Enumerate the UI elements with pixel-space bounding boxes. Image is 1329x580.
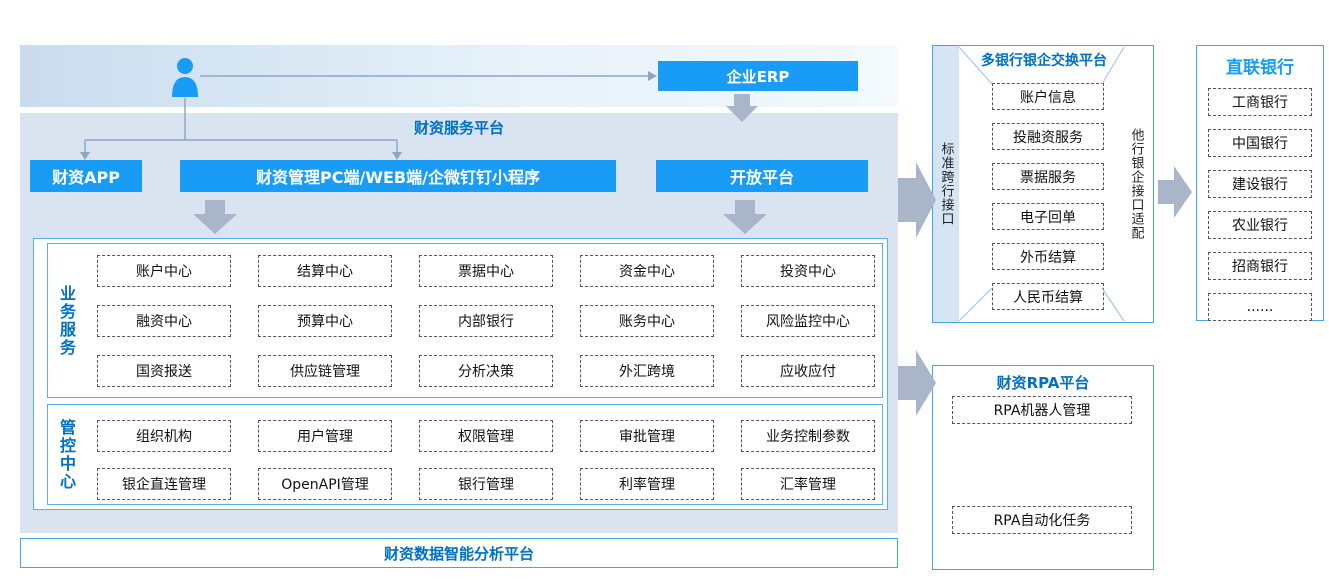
- business-node: 账户中心: [97, 255, 231, 287]
- business-node: 投资中心: [741, 255, 875, 287]
- control-node: 银企直连管理: [97, 468, 231, 500]
- bank-node: 建设银行: [1208, 170, 1312, 198]
- rpa-node: RPA自动化任务: [952, 506, 1132, 534]
- business-services-label: 业务服务: [57, 284, 76, 357]
- control-center-label: 管控中心: [57, 418, 76, 491]
- erp-button: 企业ERP: [658, 61, 858, 91]
- control-node: 银行管理: [419, 468, 553, 500]
- business-node: 供应链管理: [258, 355, 392, 387]
- exchange-node: 账户信息: [992, 83, 1104, 110]
- bank-node: 工商银行: [1208, 88, 1312, 116]
- platform-title: 财资服务平台: [413, 119, 504, 137]
- control-center-label-box: 管控中心: [54, 408, 78, 501]
- business-node: 风险监控中心: [741, 305, 875, 337]
- treasury-pc-web-button: 财资管理PC端/WEB端/企微钉钉小程序: [180, 160, 616, 192]
- business-node: 应收应付: [741, 355, 875, 387]
- control-node: 利率管理: [580, 468, 714, 500]
- control-node: OpenAPI管理: [258, 468, 392, 500]
- data-analytics-bar: 财资数据智能分析平台: [20, 538, 898, 568]
- bank-exchange-list: 账户信息 投融资服务 票据服务 电子回单 外币结算 人民币结算: [992, 83, 1104, 310]
- exchange-node: 电子回单: [992, 203, 1104, 230]
- business-node: 国资报送: [97, 355, 231, 387]
- rpa-node: RPA机器人管理: [952, 396, 1132, 424]
- bank-node: ......: [1208, 293, 1312, 321]
- arrow-right-banks: [1158, 166, 1192, 218]
- standard-interface-label: 标准跨行接口: [938, 142, 954, 226]
- business-node: 结算中心: [258, 255, 392, 287]
- control-node: 审批管理: [580, 420, 714, 452]
- business-node: 内部银行: [419, 305, 553, 337]
- direct-banks-list: 工商银行 中国银行 建设银行 农业银行 招商银行 ......: [1208, 88, 1312, 321]
- rpa-title: 财资RPA平台: [996, 374, 1090, 392]
- direct-banks-title: 直联银行: [1226, 58, 1294, 78]
- control-node: 组织机构: [97, 420, 231, 452]
- bank-node: 中国银行: [1208, 129, 1312, 157]
- control-node: 业务控制参数: [741, 420, 875, 452]
- exchange-node: 票据服务: [992, 163, 1104, 190]
- arrow-right-rpa: [898, 350, 936, 416]
- adapter-interface-label: 他行银企接口适配: [1128, 128, 1144, 240]
- control-center-grid: 组织机构 用户管理 权限管理 审批管理 业务控制参数 银企直连管理 OpenAP…: [97, 420, 875, 500]
- business-node: 融资中心: [97, 305, 231, 337]
- business-node: 预算中心: [258, 305, 392, 337]
- bank-exchange-title: 多银行银企交换平台: [981, 53, 1107, 69]
- exchange-node: 人民币结算: [992, 283, 1104, 310]
- treasury-app-button: 财资APP: [30, 160, 142, 192]
- business-node: 外汇跨境: [580, 355, 714, 387]
- business-node: 账务中心: [580, 305, 714, 337]
- exchange-node: 投融资服务: [992, 123, 1104, 150]
- business-services-grid: 账户中心 结算中心 票据中心 资金中心 投资中心 融资中心 预算中心 内部银行 …: [97, 255, 875, 387]
- business-node: 票据中心: [419, 255, 553, 287]
- bank-node: 招商银行: [1208, 252, 1312, 280]
- control-node: 汇率管理: [741, 468, 875, 500]
- adapter-label-box: 他行银企接口适配: [1124, 52, 1148, 316]
- bank-node: 农业银行: [1208, 211, 1312, 239]
- control-node: 权限管理: [419, 420, 553, 452]
- exchange-node: 外币结算: [992, 243, 1104, 270]
- arrow-right-exchange: [898, 162, 936, 238]
- standard-interface-strip: 标准跨行接口: [933, 46, 959, 322]
- control-node: 用户管理: [258, 420, 392, 452]
- business-node: 资金中心: [580, 255, 714, 287]
- business-node: 分析决策: [419, 355, 553, 387]
- open-platform-button: 开放平台: [656, 160, 868, 192]
- business-services-label-box: 业务服务: [54, 252, 78, 389]
